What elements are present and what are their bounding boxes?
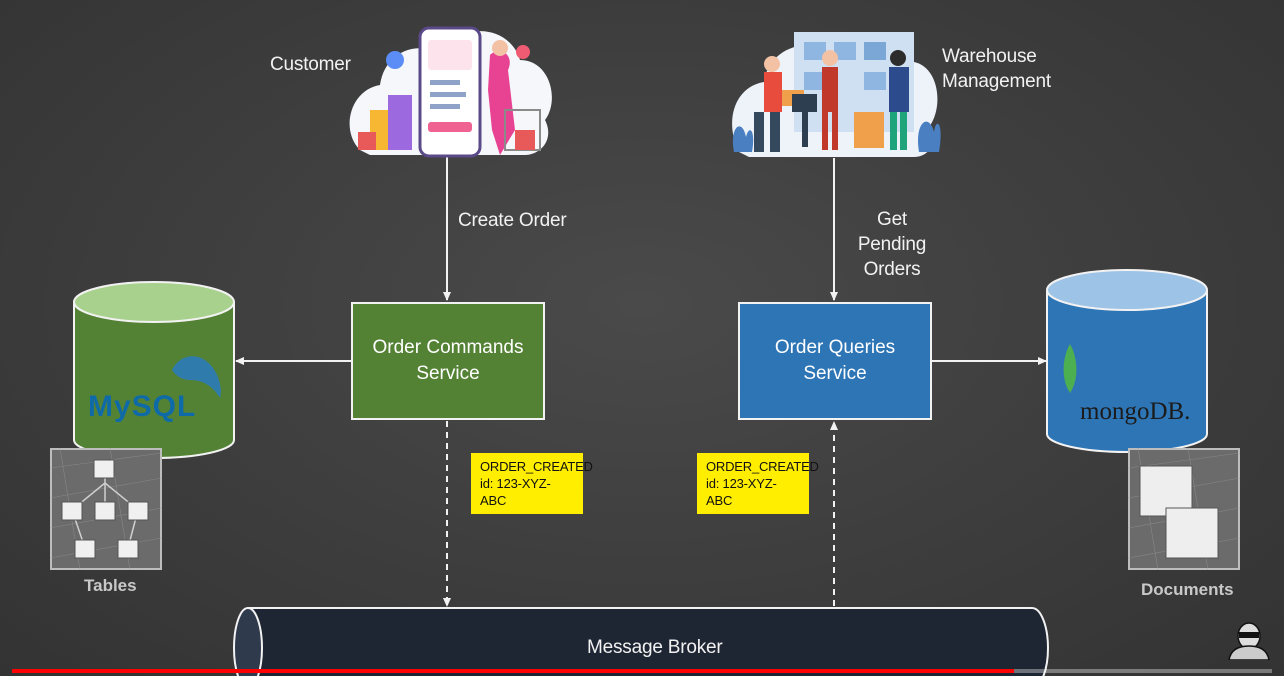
- order-created-event-left: ORDER_CREATED id: 123-XYZ-ABC: [471, 453, 593, 514]
- mysql-database: [73, 281, 235, 459]
- warehouse-label: Warehouse Management: [942, 46, 1051, 92]
- get-pending-orders-label: Get Pending Orders: [857, 209, 927, 280]
- warehouse-illustration: [732, 32, 941, 157]
- create-order-label: Create Order: [458, 210, 567, 231]
- mysql-logo: MySQL: [88, 390, 197, 423]
- event-id: id: 123-XYZ-ABC: [706, 476, 777, 508]
- event-type: ORDER_CREATED: [706, 459, 819, 474]
- video-progress-bar[interactable]: [12, 669, 1272, 673]
- event-type: ORDER_CREATED: [480, 459, 593, 474]
- order-queries-service-label: Order Queries Service: [774, 337, 896, 384]
- documents-label: Documents: [1141, 580, 1234, 599]
- order-created-event-right: ORDER_CREATED id: 123-XYZ-ABC: [697, 453, 819, 514]
- mongodb-logo: mongoDB.: [1080, 398, 1191, 425]
- customer-illustration: [349, 26, 552, 158]
- event-id: id: 123-XYZ-ABC: [480, 476, 551, 508]
- video-progress-fill: [12, 669, 1014, 673]
- message-broker: [233, 607, 1049, 676]
- order-commands-service: Order Commands Service: [351, 302, 545, 420]
- order-queries-service: Order Queries Service: [738, 302, 932, 420]
- documents-icon: [1128, 448, 1240, 570]
- message-broker-label: Message Broker: [587, 637, 723, 658]
- channel-avatar: [1228, 622, 1270, 660]
- tables-icon: [50, 448, 162, 570]
- order-commands-service-label: Order Commands Service: [372, 337, 524, 384]
- customer-label: Customer: [270, 54, 351, 75]
- tables-label: Tables: [84, 576, 137, 595]
- mongodb-database: [1046, 269, 1208, 453]
